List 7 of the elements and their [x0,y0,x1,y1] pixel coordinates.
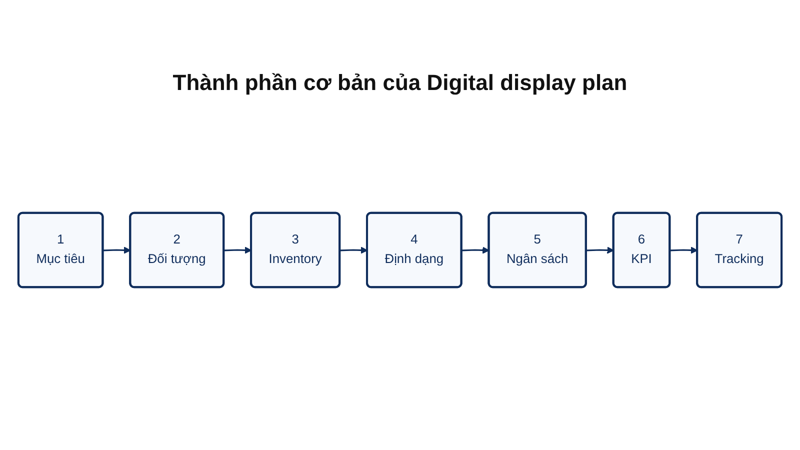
title: Thành phần cơ bản của Digital display plan [172,70,628,96]
arrow [103,246,131,254]
arrow [224,246,252,254]
arrow [586,246,614,254]
arrow [340,246,368,254]
arrow [462,246,490,254]
arrow [670,246,698,254]
